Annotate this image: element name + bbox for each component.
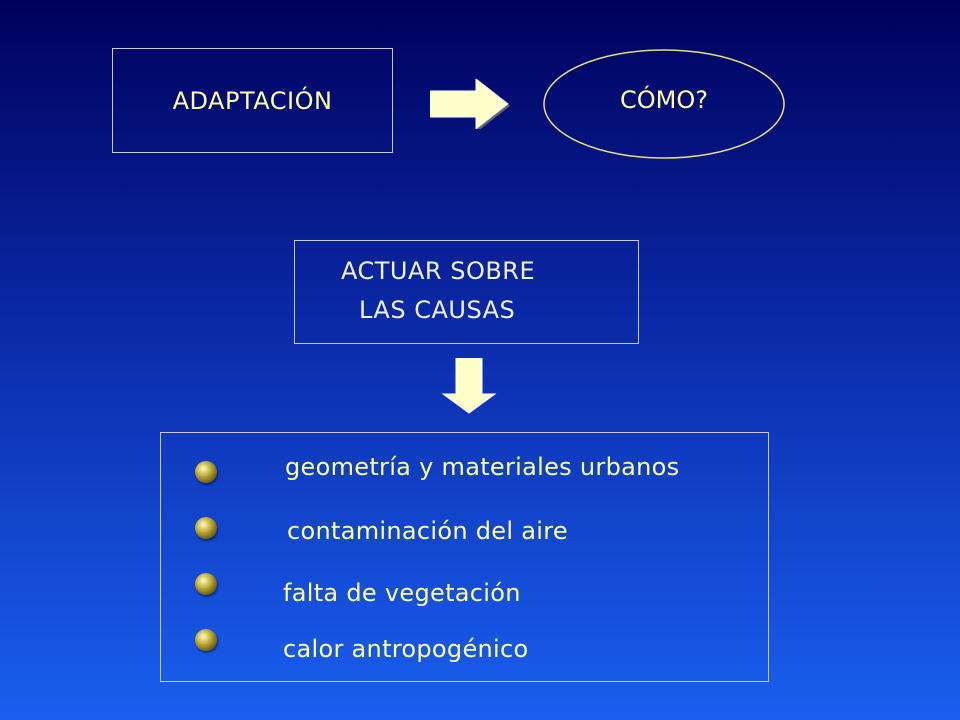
right-arrow-icon bbox=[430, 79, 510, 129]
cause-item: contaminación del aire bbox=[287, 517, 568, 545]
action-line-2: LAS CAUSAS bbox=[359, 296, 516, 324]
question-label: CÓMO? bbox=[620, 86, 708, 114]
gold-bullet-icon bbox=[195, 629, 217, 651]
question-ellipse bbox=[543, 49, 785, 159]
adaptation-box: ADAPTACIÓN bbox=[112, 48, 393, 153]
action-box: ACTUAR SOBRE LAS CAUSAS bbox=[294, 240, 639, 344]
cause-item: geometría y materiales urbanos bbox=[285, 453, 680, 481]
cause-item: calor antropogénico bbox=[283, 635, 529, 663]
causes-box: geometría y materiales urbanos contamina… bbox=[160, 432, 769, 682]
adaptation-label: ADAPTACIÓN bbox=[172, 87, 333, 115]
gold-bullet-icon bbox=[195, 461, 217, 483]
gold-bullet-icon bbox=[195, 573, 217, 595]
action-line-1: ACTUAR SOBRE bbox=[341, 257, 536, 285]
cause-item: falta de vegetación bbox=[283, 579, 521, 607]
gold-bullet-icon bbox=[195, 517, 217, 539]
down-arrow-icon bbox=[441, 358, 497, 414]
